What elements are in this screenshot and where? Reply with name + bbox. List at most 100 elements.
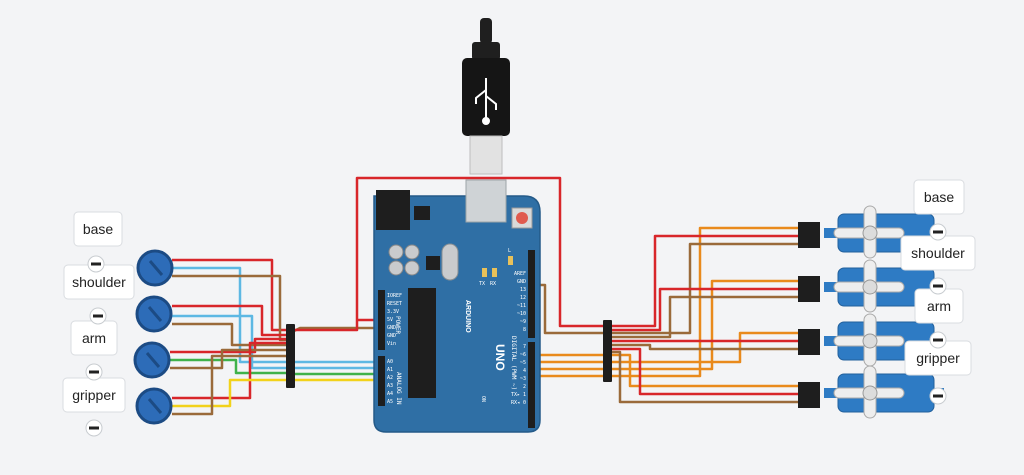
pin-label: A4	[387, 391, 393, 397]
label-servo-shoulder[interactable]: shoulder	[900, 235, 976, 271]
pin-label: GND	[387, 325, 396, 331]
wire-pot4-brown[interactable]	[172, 354, 290, 416]
wire-pot2-red[interactable]	[172, 304, 290, 337]
minus-icon[interactable]	[929, 277, 947, 295]
wire-servo2-red[interactable]	[612, 287, 800, 332]
potentiometer-gripper[interactable]	[135, 387, 173, 425]
wire-servo2-orange[interactable]	[612, 279, 800, 371]
minus-icon[interactable]	[929, 331, 947, 349]
servo-connector	[798, 276, 820, 302]
led-label-rx: RX	[490, 281, 496, 287]
usb-plug-metal	[469, 135, 503, 175]
capacitor-1	[388, 244, 404, 260]
wire-servo2-brown[interactable]	[612, 295, 800, 339]
wire-left-red-up[interactable]	[295, 320, 359, 332]
digital-header-bottom[interactable]	[528, 342, 535, 428]
digital-header-top[interactable]	[528, 250, 535, 338]
label-servo-base[interactable]: base	[913, 179, 965, 215]
wire-servo1-red[interactable]	[612, 234, 800, 328]
minus-icon[interactable]	[85, 363, 103, 381]
label-pot-gripper[interactable]: gripper	[62, 377, 126, 413]
pin-label: ~5	[520, 360, 526, 366]
servo-connector	[798, 382, 820, 408]
wire-pot3-brown[interactable]	[170, 348, 290, 370]
servo-gripper[interactable]	[798, 365, 944, 419]
label-servo-arm-text: arm	[927, 298, 951, 314]
minus-icon[interactable]	[929, 223, 947, 241]
potentiometer-base[interactable]	[136, 249, 174, 287]
left-junction-header[interactable]	[286, 324, 295, 388]
label-pot-arm[interactable]: arm	[70, 320, 118, 356]
pin-label: A3	[387, 383, 393, 389]
potentiometer-shoulder[interactable]	[135, 295, 173, 333]
pin-label: RESET	[387, 301, 402, 307]
wire-pot1-red[interactable]	[172, 258, 290, 332]
minus-icon[interactable]	[85, 419, 103, 437]
led-rx	[492, 268, 497, 277]
servo-connector	[798, 222, 820, 248]
pin-label: 12	[520, 295, 526, 301]
pin-label: ~9	[520, 319, 526, 325]
servo-connector	[798, 329, 820, 355]
potentiometer-arm[interactable]	[133, 341, 171, 379]
wire-servo1-orange[interactable]	[612, 226, 800, 378]
pin-label: 2	[523, 384, 526, 390]
wire-servo3-brown[interactable]	[612, 343, 800, 351]
label-servo-gripper-text: gripper	[916, 350, 960, 366]
microcontroller-chip	[408, 288, 436, 398]
on-label: ON	[480, 396, 486, 402]
pin-label: 13	[520, 287, 526, 293]
label-servo-arm[interactable]: arm	[914, 288, 964, 324]
label-pot-arm-text: arm	[82, 330, 106, 346]
wires	[170, 176, 800, 416]
pin-label: RX◂ 0	[511, 400, 526, 406]
pin-label: GND	[387, 333, 396, 339]
capacitor-4	[404, 260, 420, 276]
wire-pot3-red[interactable]	[170, 337, 290, 354]
pin-label: ~11	[517, 303, 526, 309]
minus-icon[interactable]	[87, 255, 105, 273]
minus-icon[interactable]	[89, 307, 107, 325]
wire-pot2-brown[interactable]	[172, 322, 290, 347]
right-junction-header[interactable]	[603, 320, 612, 382]
led-label-l: L	[508, 248, 511, 254]
pin-label: GND	[517, 279, 526, 285]
pin-label: ~6	[520, 352, 526, 358]
wire-servo3-orange[interactable]	[612, 331, 800, 364]
power-jack	[376, 190, 410, 230]
voltage-regulator	[414, 206, 430, 220]
servo-shoulder[interactable]	[798, 259, 944, 313]
led-tx	[482, 268, 487, 277]
wire-servo4-brown[interactable]	[612, 350, 800, 404]
wire-red-top-loop[interactable]	[355, 176, 562, 320]
wire-pot4-yellow[interactable]	[172, 378, 290, 408]
analog-header-label: ANALOG IN	[395, 372, 402, 405]
label-pot-base[interactable]: base	[73, 211, 123, 247]
wire-red-top-right[interactable]	[558, 320, 605, 328]
label-servo-gripper[interactable]: gripper	[904, 340, 972, 376]
capacitor-2	[404, 244, 420, 260]
pin-label: 8	[523, 327, 526, 333]
pin-label: 7	[523, 344, 526, 350]
pin-label: 4	[523, 368, 526, 374]
label-pot-base-text: base	[83, 221, 114, 237]
led-l	[508, 256, 513, 265]
pin-label: TX▸ 1	[511, 392, 526, 398]
wire-pot3-green[interactable]	[170, 358, 290, 375]
pin-label: Vin	[387, 341, 396, 347]
power-header[interactable]	[378, 290, 385, 350]
pin-label: A1	[387, 367, 393, 373]
label-servo-shoulder-text: shoulder	[911, 245, 965, 261]
usb-cable[interactable]	[462, 18, 510, 175]
arduino-uno-board[interactable]: TX RX L ARDUINO UNO ON POWER ANALOG IN D…	[373, 179, 541, 433]
reset-button-cap[interactable]	[516, 212, 528, 224]
wire-servo4-red[interactable]	[612, 347, 800, 396]
pin-label: A2	[387, 375, 393, 381]
minus-icon[interactable]	[929, 387, 947, 405]
analog-header[interactable]	[378, 356, 385, 406]
